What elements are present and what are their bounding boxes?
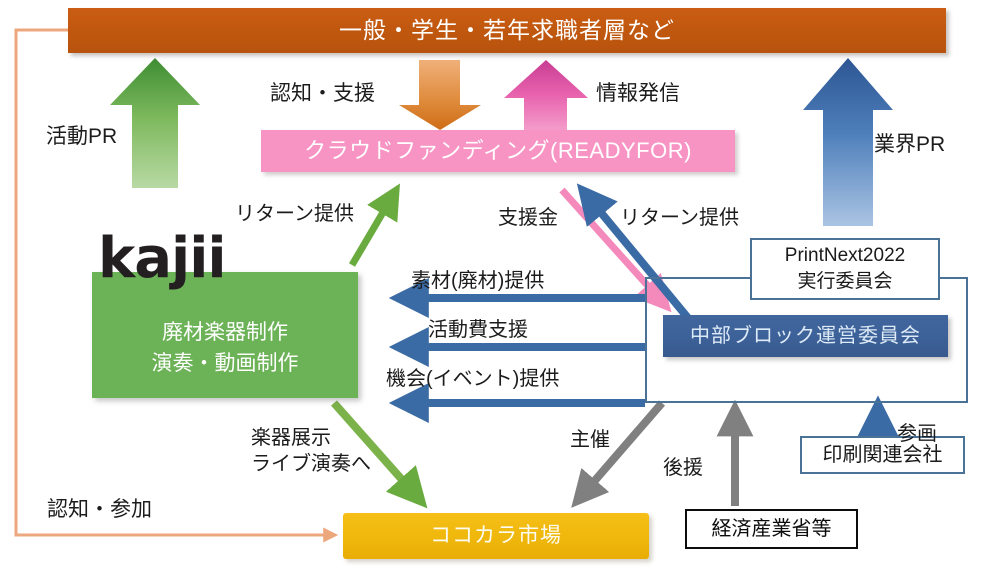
crowdfunding-bar: クラウドファンディング(READYFOR) — [261, 130, 735, 172]
label-activity-pr: 活動PR — [46, 125, 118, 148]
label-material-supply: 素材(廃材)提供 — [411, 270, 545, 292]
block-arrow-awareness-support — [399, 60, 481, 130]
block-arrow-information — [504, 60, 588, 130]
printnext2022-committee-box: PrintNext2022 実行委員会 — [750, 238, 940, 300]
block-arrow-activity-pr — [110, 58, 200, 188]
label-return-right: リターン提供 — [620, 207, 739, 229]
kajii-logo: kajii — [98, 226, 227, 291]
label-opportunity-supply: 機会(イベント)提供 — [386, 368, 560, 390]
label-information: 情報発信 — [596, 82, 680, 105]
label-support-money: 支援金 — [498, 207, 558, 229]
label-activity-funding: 活動費支援 — [428, 319, 528, 341]
audience-bar: 一般・学生・若年求職者層など — [68, 8, 946, 53]
meti-box: 経済産業省等 — [685, 509, 858, 549]
label-sponsorship: 後援 — [663, 457, 703, 479]
label-organizer: 主催 — [570, 429, 610, 451]
label-awareness-participation: 認知・参加 — [47, 498, 152, 521]
arrow-return-to-cf — [348, 183, 400, 267]
label-awareness-support: 認知・支援 — [270, 82, 375, 105]
chubu-block-committee-box: 中部ブロック運営委員会 — [663, 315, 948, 357]
label-industry-pr: 業界PR — [874, 133, 946, 156]
kokokara-market-box: ココカラ市場 — [343, 513, 649, 559]
print-related-companies-box: 印刷関連会社 — [800, 436, 965, 474]
label-participation: 参画 — [897, 423, 937, 445]
label-instrument-exhibit: 楽器展示 ライブ演奏へ — [251, 427, 371, 475]
label-return-left: リターン提供 — [235, 203, 354, 225]
kajii-activity-box: 廃材楽器制作 演奏・動画制作 — [92, 272, 358, 398]
